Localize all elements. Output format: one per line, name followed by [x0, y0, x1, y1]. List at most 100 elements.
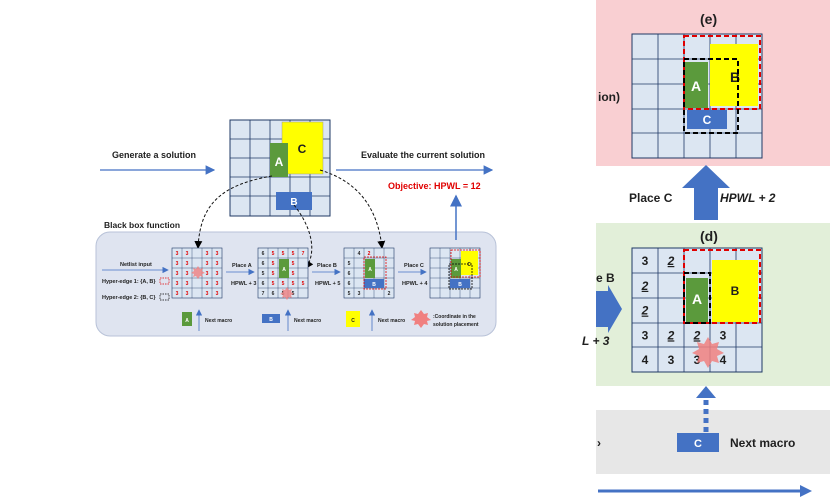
legend-coordinate-line2: solution placement: [433, 322, 479, 328]
panel-d-cell-value: 2: [667, 328, 675, 342]
place-c-label: Place C: [629, 191, 673, 205]
panel-d-block-a-label: A: [692, 291, 702, 307]
bottom-fragment: ›: [597, 436, 601, 450]
place-c-arrow: [682, 165, 730, 220]
legend-star-icon: [411, 310, 431, 328]
svg-text:B: B: [458, 282, 462, 288]
step-3-action: Place C: [404, 263, 424, 269]
grid1-cell-value: 3: [206, 291, 209, 297]
bottom-long-arrow-head: [800, 485, 812, 497]
top-block-b: [276, 192, 312, 210]
svg-text:B: B: [372, 282, 376, 288]
step-1-action: Place A: [232, 263, 252, 269]
top-block-a-label: A: [275, 155, 284, 169]
panel-d-fragment-bottom: L + 3: [582, 334, 610, 348]
panel-d-title: (d): [700, 228, 718, 244]
top-block-a: [270, 143, 288, 177]
panel-d-cell-value: 4: [642, 353, 649, 367]
panel-d-block-b: [712, 260, 758, 322]
grid2-cell-value: 6: [262, 251, 265, 257]
legend-next-macro-c: Next macro: [378, 318, 405, 324]
panel-d-cell-value: 2: [641, 279, 649, 293]
grid1-cell-value: 3: [206, 271, 209, 277]
svg-text:A: A: [454, 267, 458, 273]
panel-d-fragment-top: e B: [596, 271, 615, 285]
legend-block-c: [346, 311, 360, 327]
grid3-cell-value: 6: [348, 281, 351, 287]
legend-block-a: [182, 312, 192, 326]
panel-e-block-a: [684, 62, 708, 108]
panel-d-cell-value: 3: [642, 254, 649, 268]
generate-solution-label: Generate a solution: [112, 150, 196, 160]
panel-e-title: (e): [700, 11, 717, 27]
svg-text:A: A: [368, 267, 372, 273]
next-block-c: [677, 433, 719, 452]
grid3-cell-value: 6: [348, 271, 351, 277]
legend-block-a-label: A: [185, 318, 189, 324]
next-macro-label: Next macro: [730, 436, 795, 450]
grid2-cell-value: 5: [292, 281, 295, 287]
grid1-cell-value: 3: [186, 271, 189, 277]
panel-d-cell-value: 2: [693, 328, 701, 342]
panel-d-cell-value: 3: [642, 328, 649, 342]
step-2-cost: HPWL + 5: [315, 281, 340, 287]
top-block-b-label: B: [290, 197, 297, 208]
legend-coordinate-line1: :Coordinate in the: [433, 314, 476, 320]
place-b-arrow: [596, 285, 622, 333]
panel-d-cell-value: 4: [720, 353, 727, 367]
panel-e-block-a-label: A: [691, 78, 701, 94]
netlist-title: Netlist input: [120, 262, 152, 268]
panel-d-block-b-label: B: [731, 284, 740, 298]
grid2-cell-value: 5: [282, 281, 285, 287]
grid3-cell-value: 3: [358, 291, 361, 297]
grid1-cell-value: 3: [176, 291, 179, 297]
grid1-cell-value: 3: [176, 271, 179, 277]
next-macro-arrow-head: [696, 386, 716, 398]
step-3-cost: HPWL + 4: [402, 281, 428, 287]
grid3-cell-value: 5: [348, 261, 351, 267]
next-block-c-label: C: [694, 438, 702, 450]
hyper-edge-1: Hyper-edge 1: {A, B}: [102, 279, 156, 285]
coordinate-star-2: [280, 287, 294, 300]
grid2-cell-value: 5: [302, 281, 305, 287]
grid2-cell-value: 6: [272, 291, 275, 297]
grid3-cell-value: 5: [348, 291, 351, 297]
panel-e-block-c-label: C: [703, 113, 712, 127]
grid2-cell-value: 5: [272, 261, 275, 267]
grid1-cell-value: 3: [186, 281, 189, 287]
grid1-cell-value: 3: [186, 251, 189, 257]
panel-e-block-b: [710, 44, 758, 106]
legend-block-b-label: B: [269, 317, 273, 323]
hpwl-plus-2-label: HPWL + 2: [720, 191, 776, 205]
top-grid: C A B: [229, 119, 331, 217]
grid2-cell-value: 5: [292, 271, 295, 277]
top-block-c-label: C: [298, 142, 307, 156]
grid2-cell-value: 5: [282, 251, 285, 257]
hyper-edge-2: Hyper-edge 2: {B, C}: [102, 295, 156, 301]
grid1-cell-value: 3: [216, 271, 219, 277]
grid1-cell-value: 3: [206, 261, 209, 267]
grid2-cell-value: 5: [292, 251, 295, 257]
legend-next-macro-a: Next macro: [205, 318, 232, 324]
grid2-cell-value: 5: [262, 271, 265, 277]
step-grid-4: C A B: [429, 247, 481, 299]
panel-d-cell-value: 3: [694, 353, 701, 367]
grid3-cell-value: 4: [358, 251, 361, 257]
dashed-connector-a: [194, 175, 273, 249]
grid1-cell-value: 3: [176, 261, 179, 267]
step-grid-2: A 65556555556555576557: [257, 247, 309, 300]
legend-block-c-label: C: [351, 318, 355, 324]
grid2-cell-value: 7: [302, 251, 305, 257]
grid2-cell-value: 5: [292, 261, 295, 267]
dashed-connector-b: [293, 204, 314, 269]
grid1-cell-value: 3: [216, 251, 219, 257]
objective-label: Objective: HPWL = 12: [388, 181, 481, 191]
grid1-cell-value: 3: [176, 281, 179, 287]
legend-block-b: [262, 314, 280, 323]
panel-d-cell-value: 2: [667, 254, 675, 268]
legend-next-macro-b: Next macro: [294, 318, 321, 324]
panel-e-grid: B A C: [631, 33, 763, 159]
coordinate-star-1: [191, 266, 205, 279]
